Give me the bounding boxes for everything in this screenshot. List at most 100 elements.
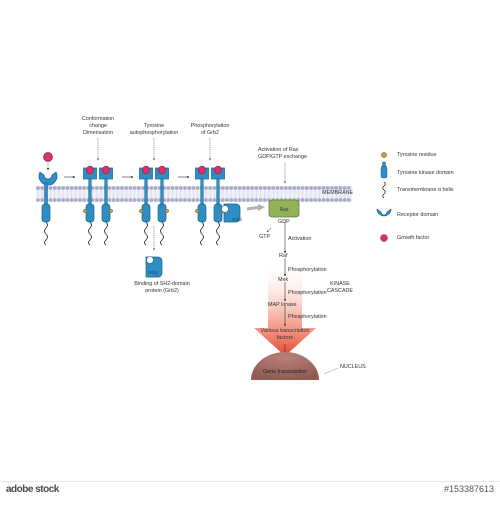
lipid-head — [107, 198, 112, 202]
phospholipid-heads-bottom — [36, 198, 351, 202]
legend-tyrosine-residue: Tyrosine residue — [397, 152, 437, 158]
kinase-cascade-label: KINASE CASCADE — [327, 281, 353, 295]
lipid-head — [174, 186, 179, 190]
receptor-dimer — [194, 165, 225, 246]
lipid-head — [61, 186, 66, 190]
lipid-head — [132, 198, 137, 202]
lipid-head — [153, 186, 158, 190]
ras-protein — [268, 199, 300, 218]
step-grb2-binding-text: Binding of SH2-domain protein (Grb2) — [134, 281, 190, 294]
lipid-head — [65, 198, 70, 202]
lipid-head — [183, 198, 187, 202]
transcription-factors-text: Various transcription factors — [260, 328, 310, 341]
lipid-head — [128, 198, 133, 202]
growth-factor — [101, 165, 111, 175]
lipid-head — [78, 186, 82, 190]
lipid-head — [330, 186, 334, 190]
ras-complex: Ras — [246, 199, 300, 233]
lipid-head — [115, 186, 120, 190]
lipid-head — [258, 186, 263, 190]
growth-factor — [197, 165, 207, 175]
growth-factor — [213, 165, 223, 175]
lipid-head — [220, 186, 225, 190]
lipid-head — [258, 198, 263, 202]
lipid-head — [178, 198, 183, 202]
lipid-head — [195, 198, 200, 202]
lipid-head — [48, 186, 53, 190]
lipid-head — [94, 186, 99, 190]
lipid-head — [99, 198, 103, 202]
lipid-head — [254, 198, 259, 202]
stock-footer: adobe stock #153387613 — [0, 481, 500, 500]
lipid-head — [208, 186, 213, 190]
lipid-head — [57, 186, 61, 190]
lipid-head — [136, 198, 141, 202]
phospholipid-heads-top — [36, 186, 351, 198]
lipid-head — [204, 186, 208, 190]
lipid-head — [132, 186, 137, 190]
lipid-head — [237, 198, 242, 202]
lipid-head — [313, 186, 318, 190]
legend-receptor-domain: Receptor domain — [397, 212, 439, 218]
lipid-head — [321, 186, 326, 190]
receptor-dimer — [82, 165, 113, 246]
lipid-head — [111, 186, 116, 190]
step-phos-grb2-text: Phosphorylation of Grb2 — [190, 123, 230, 136]
lipid-head — [254, 186, 259, 190]
lipid-head — [61, 198, 66, 202]
step-ras-activation-label: Activation of Ras GDP/GTP exchange — [258, 147, 307, 161]
map-kinase-label: MAP kinase — [268, 302, 297, 308]
activation-label: Activation — [288, 236, 312, 242]
lipid-head — [128, 186, 133, 190]
lipid-head — [136, 186, 141, 190]
transmembrane-segment — [216, 178, 220, 205]
lipid-head — [149, 198, 154, 202]
alpha-helix — [200, 221, 204, 246]
lipid-head — [40, 198, 45, 202]
lipid-head — [48, 198, 53, 202]
nucleus-label: NUCLEUS — [340, 364, 366, 370]
alpha-helix — [88, 221, 92, 246]
transmembrane-segment — [200, 178, 204, 205]
kinase-domain — [85, 203, 95, 223]
lipid-head — [120, 186, 124, 190]
lipid-head — [73, 198, 78, 202]
kinase-domain — [101, 203, 111, 223]
lipid-head — [90, 186, 95, 190]
alpha-helix — [160, 221, 164, 246]
alpha-helix — [216, 221, 220, 246]
lipid-head — [166, 198, 171, 202]
lipid-head — [330, 198, 334, 202]
lipid-head — [262, 186, 267, 190]
lipid-head — [166, 186, 171, 190]
grb2-free: Grb2 — [145, 256, 163, 278]
lipid-head — [90, 198, 95, 202]
growth-factor — [157, 165, 167, 175]
lipid-head — [288, 186, 292, 190]
tyrosine-kinase-domain-icon — [380, 161, 388, 179]
receptor-domain-icon — [376, 208, 392, 217]
lipid-head — [212, 198, 217, 202]
lipid-head — [183, 186, 187, 190]
lipid-head — [149, 186, 154, 190]
lipid-head — [300, 198, 305, 202]
free-growth-factor — [43, 152, 53, 171]
lipid-head — [309, 198, 313, 202]
lipid-head — [170, 198, 175, 202]
lipid-head — [233, 198, 238, 202]
lipid-head — [78, 198, 82, 202]
grb2-free-label: Grb2 — [148, 270, 159, 275]
lipid-head — [309, 186, 313, 190]
step-pointers — [97, 138, 286, 251]
lipid-head — [124, 186, 129, 190]
transmembrane-helix-icon — [382, 181, 386, 199]
lipid-head — [241, 186, 246, 190]
lipid-head — [229, 198, 234, 202]
lipid-head — [229, 186, 234, 190]
lipid-head — [82, 186, 87, 190]
alpha-helix — [104, 221, 108, 246]
lipid-head — [325, 198, 330, 202]
lipid-head — [204, 198, 208, 202]
lipid-head — [111, 198, 116, 202]
